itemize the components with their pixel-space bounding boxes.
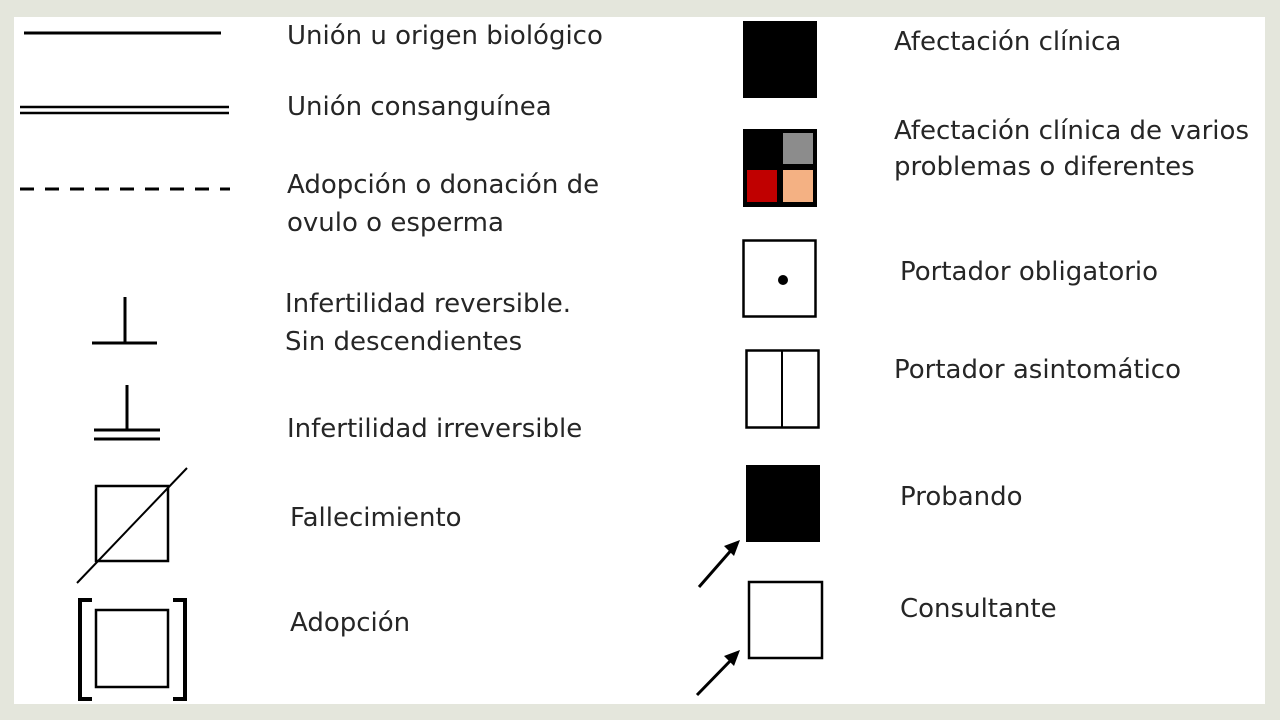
consanguineous-union-label: Unión consanguínea xyxy=(287,92,552,122)
irreversible-infertility-label: Infertilidad irreversible xyxy=(287,414,583,444)
adoption-label: Adopción xyxy=(290,608,411,638)
deceased-label: Fallecimiento xyxy=(290,503,462,533)
proband-label: Probando xyxy=(900,482,1023,512)
dashed-line-icon xyxy=(20,187,230,191)
bracketed-square-icon xyxy=(78,598,187,701)
open-square-arrow-icon xyxy=(695,580,824,697)
adoption-donation-label-line-1: Adopción o donación de xyxy=(287,170,600,200)
adoption-donation-label-line-2: ovulo o esperma xyxy=(287,208,504,238)
inverted-t-double-bar-icon xyxy=(94,385,160,441)
reversible-infertility-label-line-2: Sin descendientes xyxy=(285,327,523,357)
consultand-label: Consultante xyxy=(900,594,1057,624)
crossed-square-icon xyxy=(76,467,188,584)
obligate-carrier-label: Portador obligatorio xyxy=(900,257,1159,287)
inverted-t-icon xyxy=(92,297,157,345)
asymptomatic-carrier-label: Portador asintomático xyxy=(894,355,1182,385)
filled-square-icon xyxy=(743,21,817,98)
biological-union-label: Unión u origen biológico xyxy=(287,21,603,51)
quadrant-square-icon xyxy=(743,129,817,207)
legend-panel: Unión u origen biológico Unión consanguí… xyxy=(14,17,1265,704)
split-square-icon xyxy=(745,349,820,429)
reversible-infertility-label-line-1: Infertilidad reversible. xyxy=(285,289,571,319)
double-line-icon xyxy=(20,105,229,115)
solid-line-icon xyxy=(24,31,221,35)
multiple-conditions-label-line-2: problemas o diferentes xyxy=(894,152,1195,182)
clinically-affected-label: Afectación clínica xyxy=(894,27,1122,57)
multiple-conditions-label-line-1: Afectación clínica de varios xyxy=(894,116,1249,146)
dotted-square-icon xyxy=(742,239,817,318)
filled-square-arrow-icon xyxy=(697,465,820,588)
